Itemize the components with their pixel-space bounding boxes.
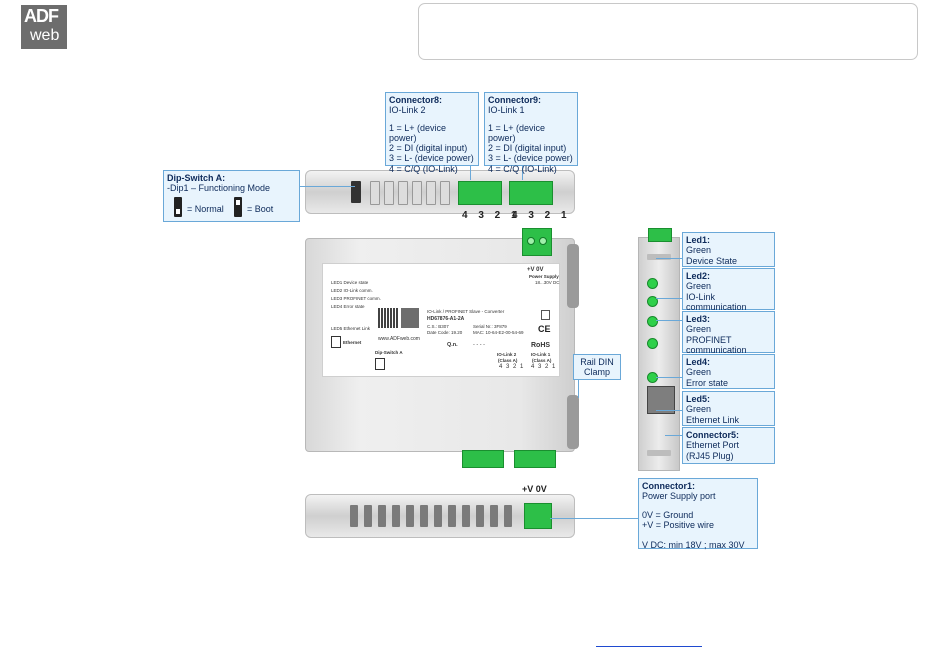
power-terminal-bottom — [524, 503, 552, 529]
qr-code-icon — [378, 308, 398, 328]
device-label: +V 0V Power Supply 18...30V DC LED1 Devi… — [322, 263, 560, 377]
rail-clip-upper — [567, 244, 579, 308]
dip-switch-slot — [351, 181, 361, 203]
vent-slot — [406, 505, 414, 527]
led2-icon — [647, 296, 658, 307]
connector9-pin-numbers: 4 3 2 1 — [512, 210, 571, 221]
weee-bin-icon — [541, 310, 550, 320]
vent-slot — [448, 505, 456, 527]
rail-din-pointer — [578, 380, 579, 398]
rail-din-callout: Rail DIN Clamp — [573, 354, 621, 380]
connector8-pin-numbers: 4 3 2 1 — [462, 210, 521, 221]
dip-normal-icon — [174, 196, 182, 217]
vent-slot — [364, 505, 372, 527]
led5-callout: Led5: Green Ethernet Link — [682, 391, 775, 426]
vent-slot — [384, 181, 394, 205]
device-side-body — [638, 237, 680, 471]
screw-icon — [539, 237, 547, 245]
power-terminal-front — [522, 228, 552, 256]
dipswitch-pointer — [300, 186, 355, 187]
vent-slot — [434, 505, 442, 527]
rail-clip-lower — [567, 395, 579, 449]
vent-slot — [476, 505, 484, 527]
vent-slot — [378, 505, 386, 527]
led1-icon — [647, 278, 658, 289]
led3-pointer — [656, 320, 682, 321]
led1-callout: Led1: Green Device State — [682, 232, 775, 267]
led3-icon — [647, 316, 658, 327]
ethernet-port-icon — [331, 336, 341, 348]
connector1-pointer — [550, 518, 638, 519]
side-slot — [647, 450, 671, 456]
vent-slot — [370, 181, 380, 205]
vent-slot — [350, 505, 358, 527]
front-io-terminal-1 — [514, 450, 556, 468]
vent-slot — [504, 505, 512, 527]
front-io-terminal-2 — [462, 450, 504, 468]
power-terminal-label: +V 0V — [522, 484, 547, 494]
dipswitch-callout: Dip-Switch A: -Dip1 – Functioning Mode =… — [163, 170, 300, 222]
side-slot — [647, 254, 671, 260]
led2-pointer — [656, 298, 682, 299]
connector5-callout: Connector5: Ethernet Port (RJ45 Plug) — [682, 427, 775, 464]
vent-slot — [398, 181, 408, 205]
led3-callout: Led3: Green PROFINET communication — [682, 311, 775, 355]
vent-slot — [412, 181, 422, 205]
screw-icon — [527, 237, 535, 245]
dip-boot-icon — [234, 196, 242, 217]
connector1-callout: Connector1: Power Supply port 0V = Groun… — [638, 478, 758, 550]
adfweb-mini-logo — [401, 308, 419, 328]
connector9-pointer — [522, 165, 523, 180]
led5-pointer — [656, 410, 682, 411]
connector9-callout: Connector9: IO-Link 1 1 = L+ (device pow… — [484, 92, 578, 174]
led4-callout: Led4: Green Error state — [682, 354, 775, 389]
vent-slot — [426, 181, 436, 205]
bottom-view-strip — [305, 494, 575, 538]
vent-slot — [462, 505, 470, 527]
connector9-terminal — [509, 181, 553, 205]
connector5-pointer — [665, 435, 682, 436]
footer-link-underline[interactable] — [596, 646, 702, 647]
rj45-port-icon — [647, 386, 675, 414]
header-panel — [418, 3, 918, 60]
led2-callout: Led2: Green IO-Link communication — [682, 268, 775, 312]
top-view-strip — [305, 170, 575, 214]
led1-pointer — [656, 258, 682, 259]
vent-slot — [440, 181, 450, 205]
vent-slot — [392, 505, 400, 527]
connector8-callout: Connector8: IO-Link 2 1 = L+ (device pow… — [385, 92, 479, 174]
vent-slot — [490, 505, 498, 527]
connector8-pointer — [470, 165, 471, 180]
led4-pointer — [656, 377, 682, 378]
vent-slot — [420, 505, 428, 527]
ce-mark-icon: CE — [538, 324, 551, 334]
side-top-terminal — [648, 228, 672, 242]
led4-icon — [647, 338, 658, 349]
device-dip-switch-icon — [375, 358, 385, 370]
connector8-terminal — [458, 181, 502, 205]
adfweb-logo: ADF web — [21, 5, 67, 49]
